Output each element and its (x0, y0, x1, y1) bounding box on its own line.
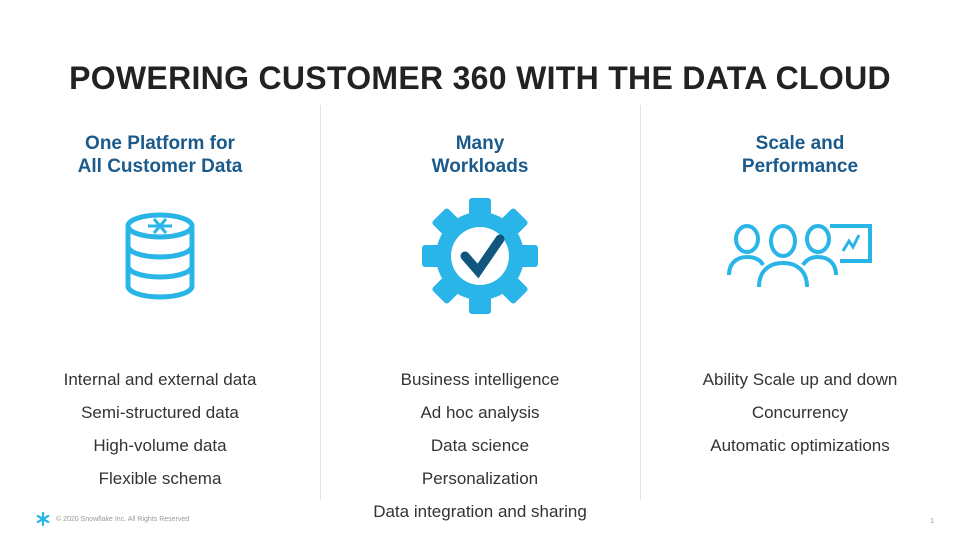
list-item: Semi-structured data (81, 403, 239, 422)
column-divider (640, 105, 641, 500)
list-item: Concurrency (751, 403, 849, 422)
page-number: 1 (930, 518, 934, 525)
list-item: Personalization (421, 469, 539, 488)
footer: © 2020 Snowflake Inc. All Rights Reserve… (36, 512, 189, 526)
list-item: Automatic optimizations (710, 436, 890, 455)
list-item: Flexible schema (98, 469, 222, 488)
people-chart-icon (640, 186, 960, 326)
slide-title: POWERING CUSTOMER 360 WITH THE DATA CLOU… (69, 60, 891, 96)
list-item: Ability Scale up and down (702, 370, 898, 389)
list-item: Data integration and sharing (373, 502, 587, 521)
column-divider (320, 105, 321, 500)
database-snowflake-icon (0, 186, 320, 326)
list-item: High-volume data (93, 436, 227, 455)
list-item: Ad hoc analysis (420, 403, 540, 422)
gear-check-icon (320, 186, 640, 326)
list-item: Business intelligence (400, 370, 560, 389)
list-item: Internal and external data (63, 370, 257, 389)
snowflake-logo-icon (36, 512, 50, 526)
list-item: Data science (430, 436, 530, 455)
copyright-text: © 2020 Snowflake Inc. All Rights Reserve… (56, 515, 190, 523)
